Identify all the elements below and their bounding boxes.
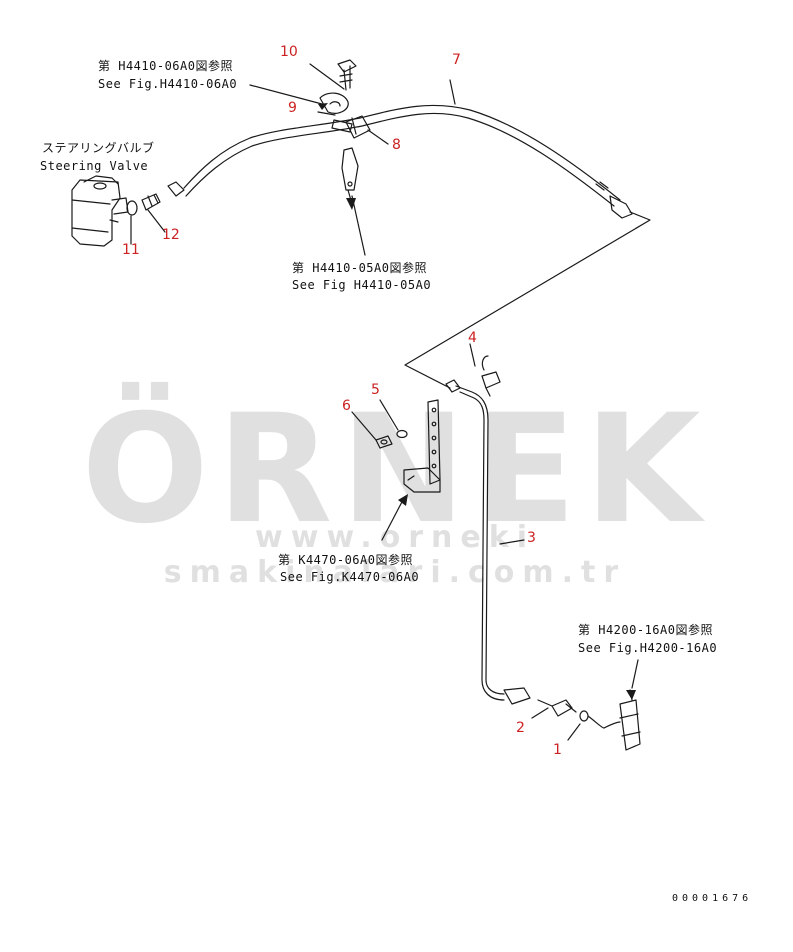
steering-valve-label-jp: ステアリングバルブ	[42, 141, 155, 155]
ref-h4200-16a0-jp: 第 H4200-16A0図参照	[578, 623, 713, 637]
callout-1: 1	[553, 742, 562, 758]
watermark-url: www.orneki smakinalari.com.tr	[163, 520, 627, 590]
steering-valve	[71, 175, 129, 247]
bracket-k4470	[403, 399, 441, 493]
callout-7: 7	[452, 52, 461, 68]
clip-9	[319, 92, 353, 133]
callout-9: 9	[288, 100, 297, 116]
callout-3: 3	[527, 530, 536, 546]
callout-11: 11	[122, 242, 140, 258]
document-number: 00001676	[672, 893, 753, 904]
steering-valve-label-en: Steering Valve	[40, 159, 149, 173]
callout-12: 12	[162, 227, 180, 243]
o-ring-1	[579, 710, 589, 722]
callout-5: 5	[371, 382, 380, 398]
callout-2: 2	[516, 720, 525, 736]
callout-10: 10	[280, 44, 298, 60]
callout-8: 8	[392, 137, 401, 153]
fitting-4	[481, 355, 501, 397]
ref-h4410-05a0-en: See Fig H4410-05A0	[292, 278, 432, 292]
ref-h4200-16a0-en: See Fig.H4200-16A0	[578, 641, 718, 655]
ref-h4410-06a0-jp: 第 H4410-06A0図参照	[98, 59, 233, 73]
callout-6: 6	[342, 398, 351, 414]
o-ring-11	[126, 200, 138, 216]
washer-5	[396, 429, 408, 439]
nut-6	[375, 435, 393, 449]
ref-h4410-05a0-jp: 第 H4410-05A0図参照	[292, 261, 427, 275]
tube-3	[445, 379, 531, 705]
clamp-8	[345, 115, 371, 139]
bracket-h4410-05	[341, 147, 359, 191]
hose-7	[167, 104, 633, 219]
ref-k4470-06a0-en: See Fig.K4470-06A0	[280, 570, 420, 584]
ref-h4410-06a0-en: See Fig.H4410-06A0	[98, 77, 238, 91]
watermark-logo: ÖRNEK	[81, 383, 709, 557]
fitting-12	[141, 193, 161, 211]
bolt-10	[337, 59, 357, 91]
ref-k4470-06a0-jp: 第 K4470-06A0図参照	[278, 553, 413, 567]
fitting-2	[537, 699, 577, 717]
callout-4: 4	[468, 330, 477, 346]
